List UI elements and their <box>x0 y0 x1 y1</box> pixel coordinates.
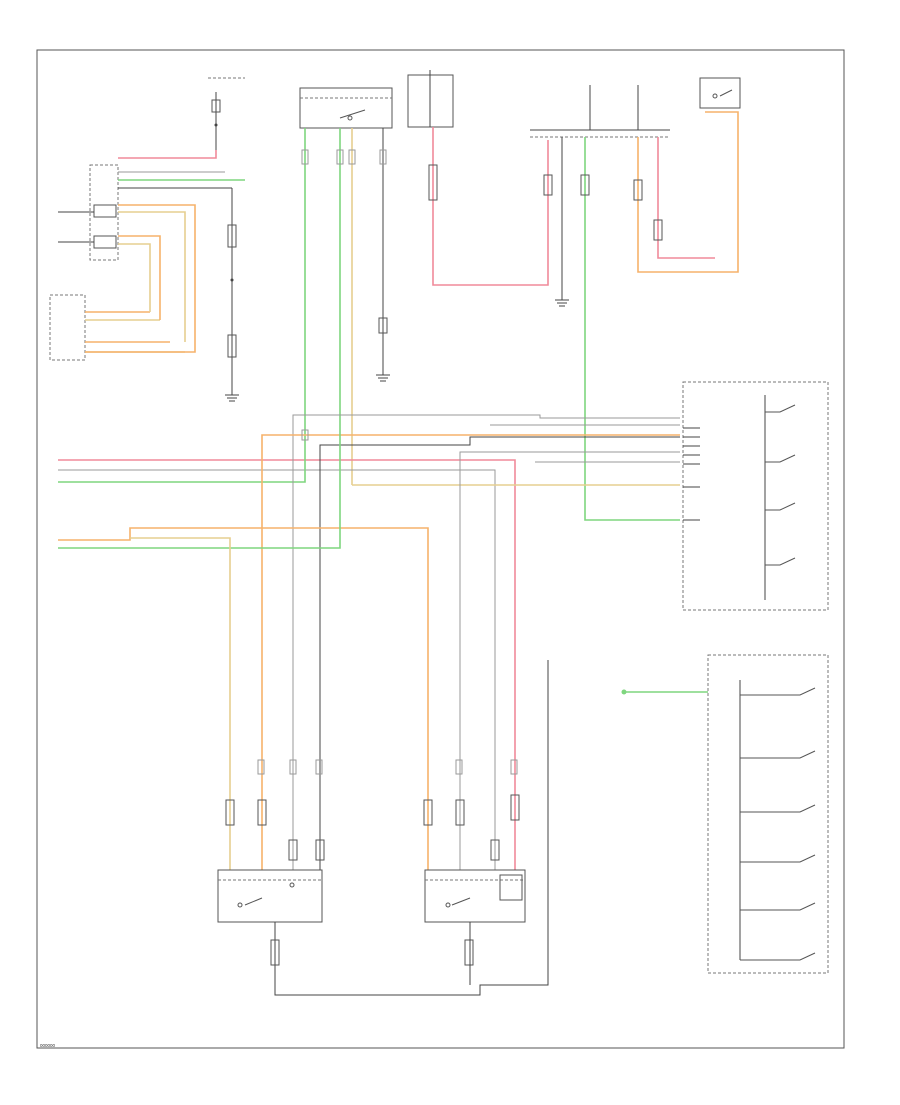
top-right-relay <box>699 77 741 109</box>
diagram-frame <box>36 49 845 1049</box>
mid-bus-wires <box>58 414 680 870</box>
rear-module-switches <box>740 687 816 961</box>
top-center-switch-module <box>299 87 393 485</box>
left-sensor-module <box>49 294 185 361</box>
rear-right-module <box>621 654 829 974</box>
top-left-wires <box>85 150 245 402</box>
figure-id: 000000 <box>40 1043 56 1048</box>
top-right-control-connector <box>530 85 739 521</box>
bcm-switches <box>765 404 796 566</box>
bottom-left-sensor <box>217 660 549 996</box>
top-left-fuse-block <box>208 77 245 150</box>
left-sensor-connector <box>58 164 119 261</box>
top-center-fuse <box>407 70 549 286</box>
body-control-module <box>682 381 829 611</box>
bottom-right-sensor <box>423 794 526 985</box>
connector-ticks <box>257 149 518 775</box>
lower-bus-wires <box>58 420 429 870</box>
